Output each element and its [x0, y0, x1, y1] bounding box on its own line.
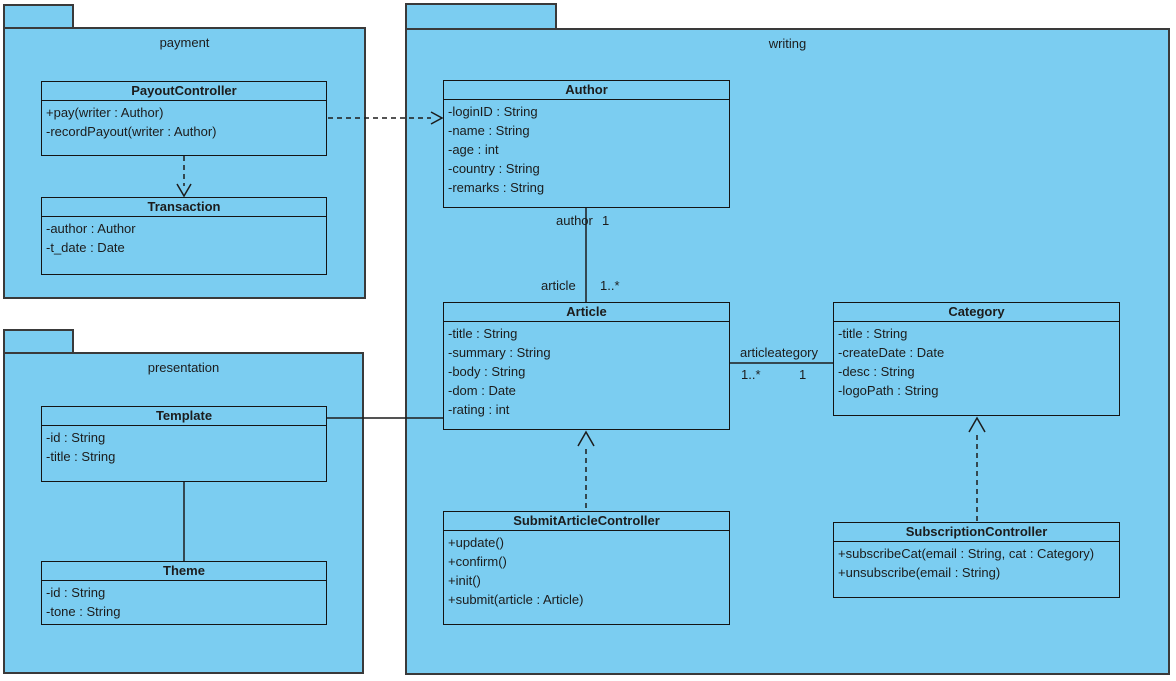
package-presentation-label: presentation: [147, 360, 220, 375]
class-transaction[interactable]: Transaction -author : Author -t_date : D…: [41, 197, 327, 275]
attribute: -country : String: [448, 161, 540, 176]
package-payment-label: payment: [159, 35, 210, 50]
class-theme[interactable]: Theme -id : String -tone : String: [41, 561, 327, 625]
class-subscriptioncontroller-name: SubscriptionController: [834, 523, 1119, 542]
class-article[interactable]: Article -title : String -summary : Strin…: [443, 302, 730, 430]
attribute: -body : String: [448, 364, 526, 379]
operation: +update(): [448, 535, 505, 550]
role-label-author: author: [556, 213, 593, 228]
operation: +unsubscribe(email : String): [838, 565, 1001, 580]
operation: +init(): [448, 573, 481, 588]
attribute: -rating : int: [448, 402, 510, 417]
attribute: -dom : Date: [448, 383, 516, 398]
class-theme-name: Theme: [42, 562, 326, 581]
class-transaction-name: Transaction: [42, 198, 326, 217]
attribute: -title : String: [448, 326, 518, 341]
class-author-members: -loginID : String -name : String -age : …: [444, 100, 729, 199]
attribute: -desc : String: [838, 364, 915, 379]
attribute: -name : String: [448, 123, 530, 138]
operation: +confirm(): [448, 554, 507, 569]
attribute: -id : String: [46, 585, 106, 600]
package-payment-tab[interactable]: [3, 4, 74, 27]
package-presentation[interactable]: presentation: [3, 352, 364, 674]
class-payoutcontroller-name: PayoutController: [42, 82, 326, 101]
class-theme-members: -id : String -tone : String: [42, 581, 326, 623]
attribute: -summary : String: [448, 345, 551, 360]
multiplicity-article: 1..*: [600, 278, 620, 293]
class-payoutcontroller-members: +pay(writer : Author) -recordPayout(writ…: [42, 101, 326, 143]
class-category-members: -title : String -createDate : Date -desc…: [834, 322, 1119, 402]
multiplicity-article-side: 1..*: [741, 367, 761, 382]
attribute: -logoPath : String: [838, 383, 939, 398]
multiplicity-author: 1: [602, 213, 610, 228]
class-template[interactable]: Template -id : String -title : String: [41, 406, 327, 482]
package-writing-tab[interactable]: [405, 3, 557, 28]
attribute: -tone : String: [46, 604, 121, 619]
package-writing-label: writing: [768, 36, 807, 51]
class-article-name: Article: [444, 303, 729, 322]
class-author-name: Author: [444, 81, 729, 100]
operation: -recordPayout(writer : Author): [46, 124, 217, 139]
multiplicity-category-side: 1: [799, 367, 807, 382]
attribute: -t_date : Date: [46, 240, 125, 255]
class-transaction-members: -author : Author -t_date : Date: [42, 217, 326, 259]
class-payoutcontroller[interactable]: PayoutController +pay(writer : Author) -…: [41, 81, 327, 156]
attribute: -remarks : String: [448, 180, 545, 195]
operation: +submit(article : Article): [448, 592, 584, 607]
role-label-articlecategory: articleategory: [739, 345, 819, 360]
role-label-article: article: [541, 278, 576, 293]
class-submitarticlecontroller-name: SubmitArticleController: [444, 512, 729, 531]
operation: +pay(writer : Author): [46, 105, 164, 120]
class-article-members: -title : String -summary : String -body …: [444, 322, 729, 421]
attribute: -author : Author: [46, 221, 136, 236]
class-subscriptioncontroller-members: +subscribeCat(email : String, cat : Cate…: [834, 542, 1119, 584]
class-template-name: Template: [42, 407, 326, 426]
class-category[interactable]: Category -title : String -createDate : D…: [833, 302, 1120, 416]
class-subscriptioncontroller[interactable]: SubscriptionController +subscribeCat(ema…: [833, 522, 1120, 598]
attribute: -title : String: [46, 449, 116, 464]
attribute: -title : String: [838, 326, 908, 341]
attribute: -loginID : String: [448, 104, 538, 119]
class-submitarticlecontroller-members: +update() +confirm() +init() +submit(art…: [444, 531, 729, 611]
attribute: -age : int: [448, 142, 499, 157]
package-presentation-tab[interactable]: [3, 329, 74, 352]
class-template-members: -id : String -title : String: [42, 426, 326, 468]
attribute: -createDate : Date: [838, 345, 945, 360]
operation: +subscribeCat(email : String, cat : Cate…: [838, 546, 1095, 561]
attribute: -id : String: [46, 430, 106, 445]
class-submitarticlecontroller[interactable]: SubmitArticleController +update() +confi…: [443, 511, 730, 625]
class-author[interactable]: Author -loginID : String -name : String …: [443, 80, 730, 208]
class-category-name: Category: [834, 303, 1119, 322]
